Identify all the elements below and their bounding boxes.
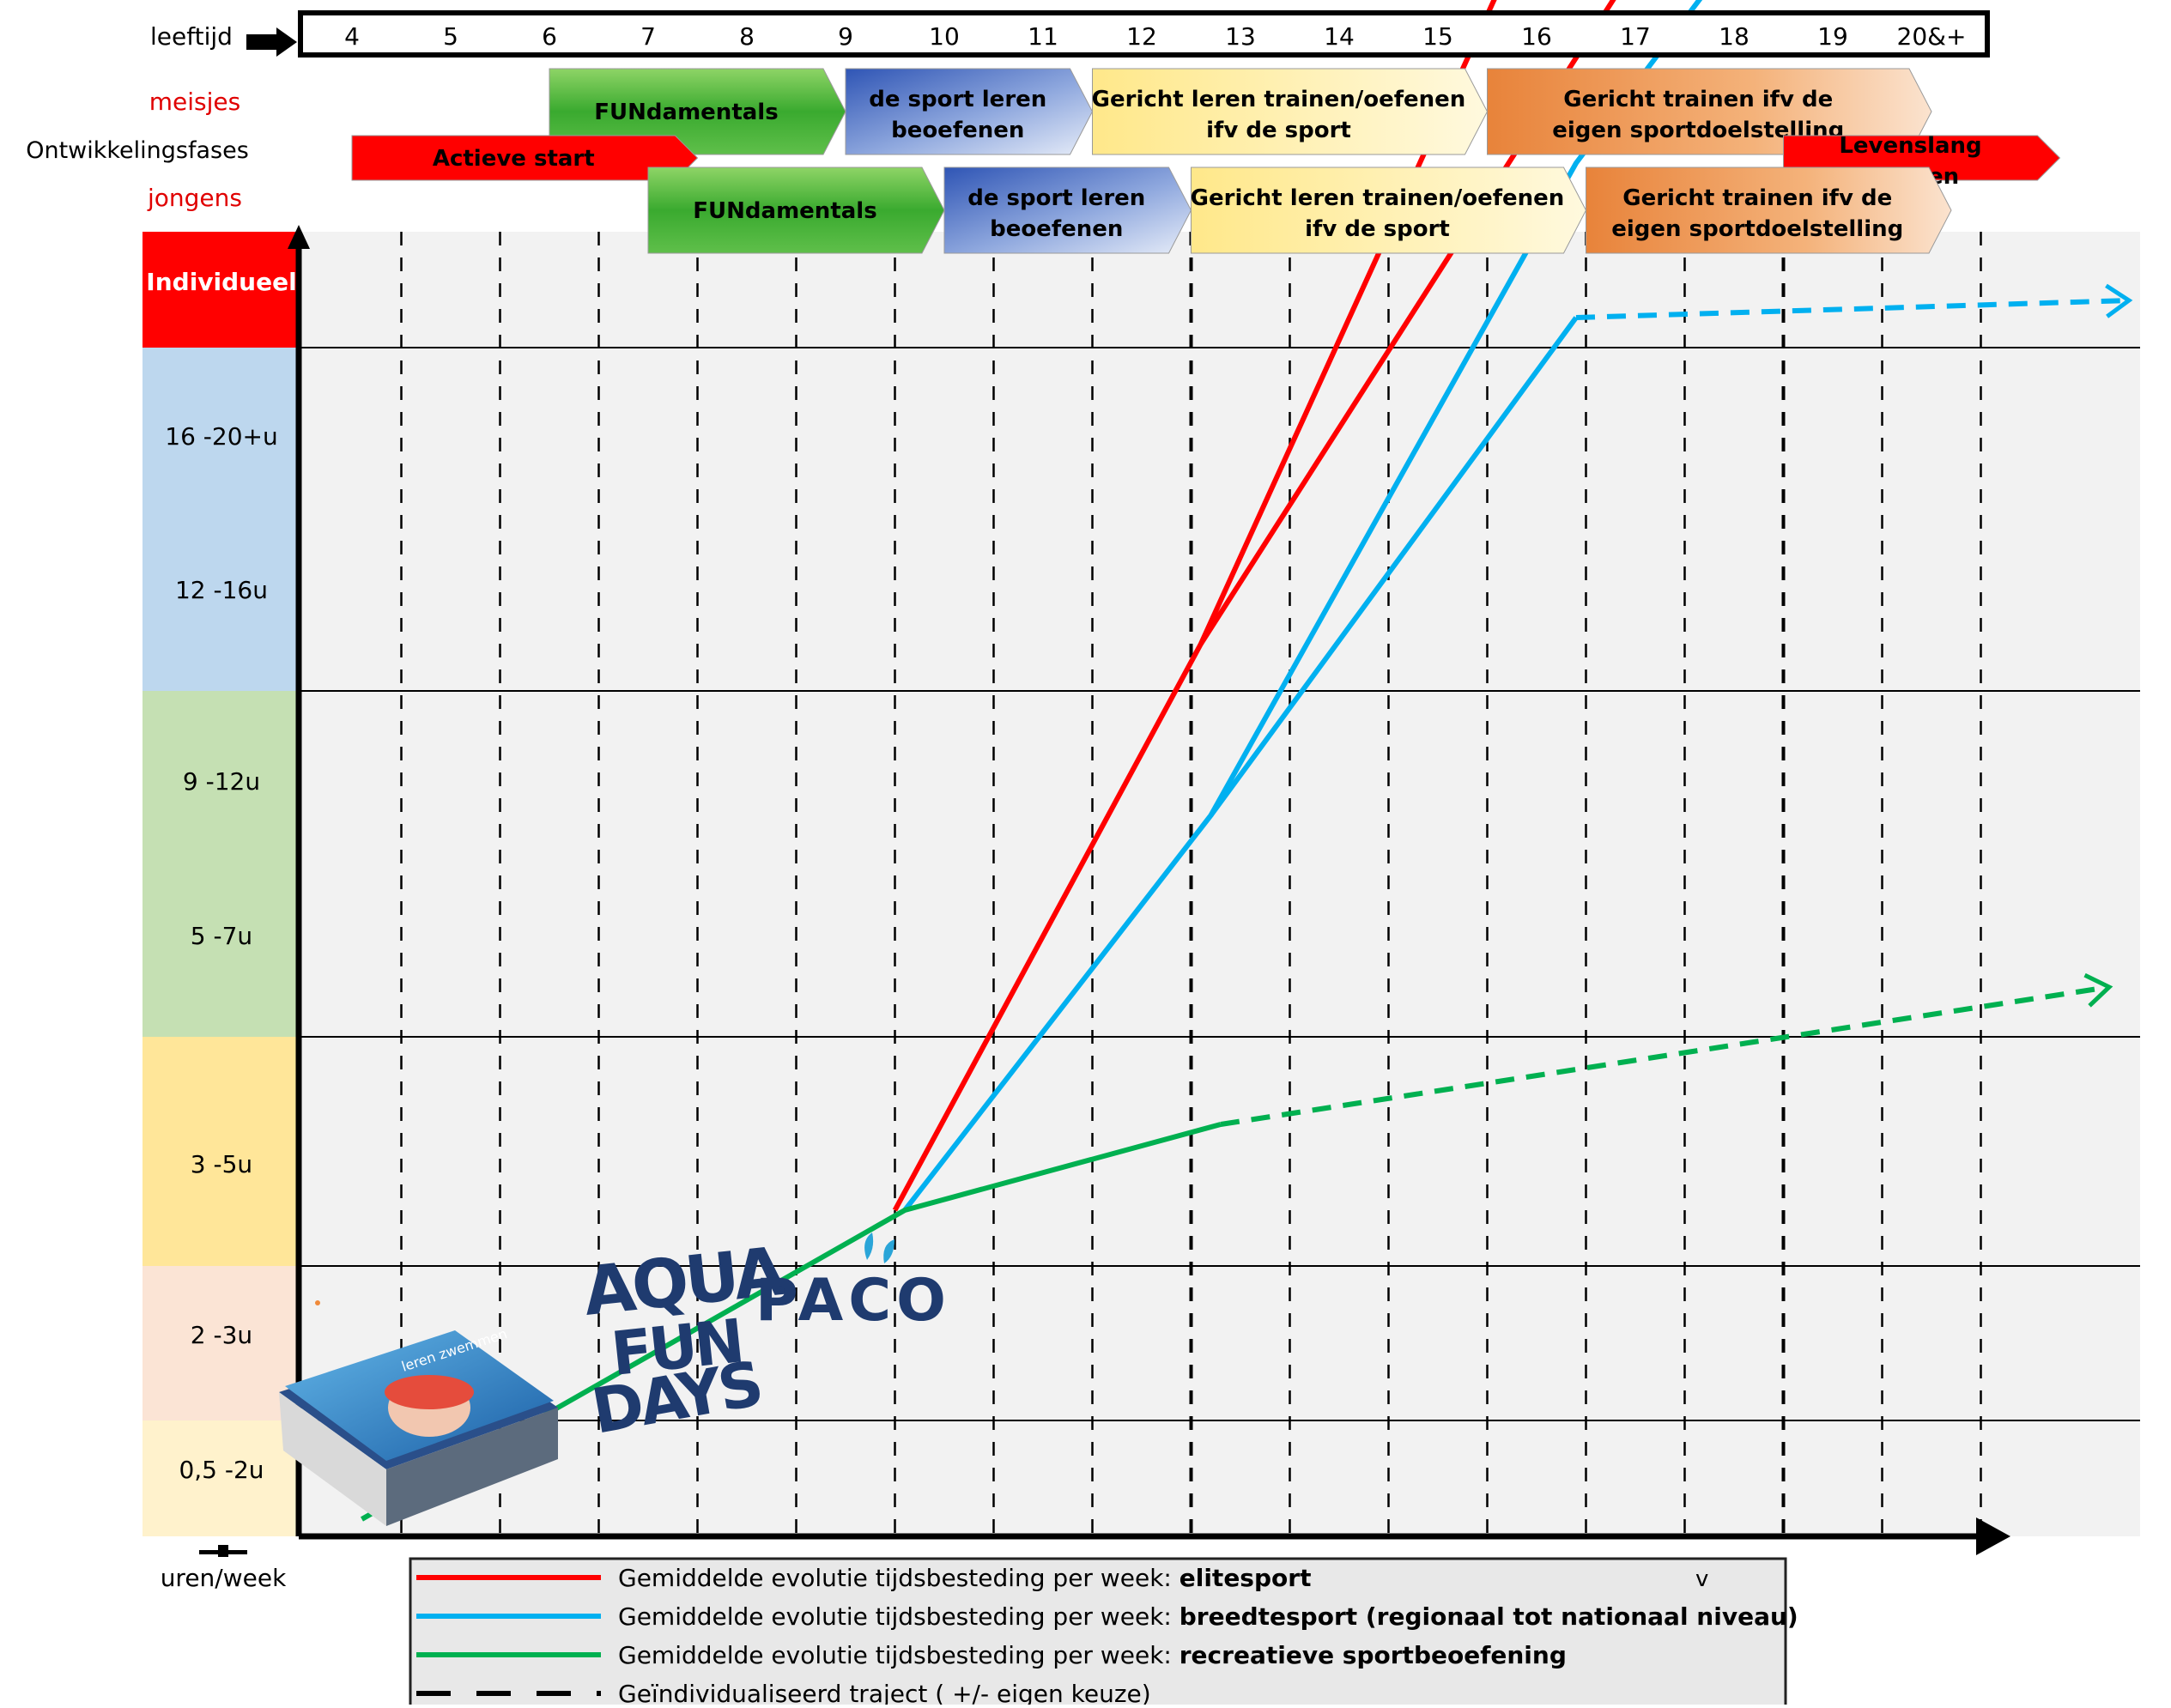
y-band-label: 0,5 -2u <box>179 1456 264 1484</box>
age-tick-label: 11 <box>1028 22 1058 51</box>
y-band <box>143 1266 299 1420</box>
age-tick-label: 12 <box>1126 22 1157 51</box>
y-band-label: 9 -12u <box>183 767 260 796</box>
y-band-label: 5 -7u <box>191 922 252 950</box>
row-label-jongens: jongens <box>147 184 242 212</box>
age-tick-label: 7 <box>640 22 656 51</box>
age-tick-label: 4 <box>344 22 360 51</box>
age-tick-label: 19 <box>1817 22 1848 51</box>
age-tick-label: 6 <box>542 22 557 51</box>
legend-box <box>409 1557 1787 1708</box>
legend-label: Gemiddelde evolutie tijdsbesteding per w… <box>618 1564 1311 1592</box>
series-line-dashed <box>1220 984 2110 1127</box>
y-band <box>143 691 299 884</box>
phase-arrow <box>647 167 945 254</box>
book-logo: leren zwemmen <box>279 1325 558 1526</box>
legend-extra-mark: v <box>1695 1566 1708 1592</box>
legend-label: Gemiddelde evolutie tijdsbesteding per w… <box>618 1641 1567 1669</box>
x-axis-arrow-icon <box>1976 1517 2010 1555</box>
age-tick-label: 18 <box>1719 22 1750 51</box>
y-band <box>143 1420 299 1536</box>
y-axis-label-marker-icon <box>199 1545 247 1557</box>
legend-label: Gemiddelde evolutie tijdsbesteding per w… <box>618 1602 1798 1631</box>
age-tick-label: 8 <box>739 22 755 51</box>
plot-background <box>187 232 2140 1536</box>
phase-label: FUNdamentals <box>693 198 876 224</box>
y-band-label: 12 -16u <box>175 576 268 604</box>
phase-arrow <box>1092 68 1489 155</box>
x-axis-label: leeftijd <box>150 22 233 51</box>
y-band <box>143 884 299 1037</box>
age-tick-label: 13 <box>1225 22 1256 51</box>
age-tick-label: 5 <box>443 22 458 51</box>
y-band <box>143 348 299 541</box>
phase-arrow <box>943 167 1192 254</box>
y-band <box>143 232 299 348</box>
age-tick-label: 9 <box>838 22 853 51</box>
age-tick-label: 17 <box>1620 22 1651 51</box>
phase-label: Actieve start <box>433 146 595 172</box>
phase-arrow <box>1487 68 1932 155</box>
x-axis-label-arrow-icon <box>246 27 297 57</box>
series-arrowhead-icon <box>2105 283 2133 318</box>
row-label-meisjes: meisjes <box>149 88 240 116</box>
svg-text:FUN: FUN <box>608 1306 744 1390</box>
legend-label: Geïndividualiseerd traject ( +/- eigen k… <box>618 1680 1151 1705</box>
y-band-label: 3 -5u <box>191 1150 252 1178</box>
y-band-label: 2 -3u <box>191 1321 252 1349</box>
age-tick-label: 16 <box>1521 22 1552 51</box>
svg-text:PACO: PACO <box>755 1267 951 1335</box>
age-tick-label: 10 <box>929 22 960 51</box>
phase-arrow <box>1191 167 1587 254</box>
y-band-label: Individueel <box>146 268 296 296</box>
y-band <box>143 1037 299 1266</box>
y-axis-label: uren/week <box>161 1564 287 1592</box>
phase-arrow <box>1586 167 1952 254</box>
age-tick-label: 20&+ <box>1897 22 1967 51</box>
phase-arrow <box>845 68 1094 155</box>
series-arrowhead-icon <box>2083 972 2113 1008</box>
age-tick-label: 14 <box>1324 22 1355 51</box>
row-label-ontwikkelingsfases: Ontwikkelingsfases <box>26 137 249 164</box>
age-tick-label: 15 <box>1422 22 1453 51</box>
small-orange-dot <box>315 1300 320 1305</box>
y-axis-arrow-icon <box>288 225 310 249</box>
y-band-label: 16 -20+u <box>165 422 277 451</box>
phase-label: FUNdamentals <box>594 100 778 125</box>
y-band <box>143 541 299 691</box>
series-line-solid <box>1209 316 1579 817</box>
paco-logo: PACO <box>755 1233 951 1335</box>
age-header-box <box>298 10 1990 58</box>
